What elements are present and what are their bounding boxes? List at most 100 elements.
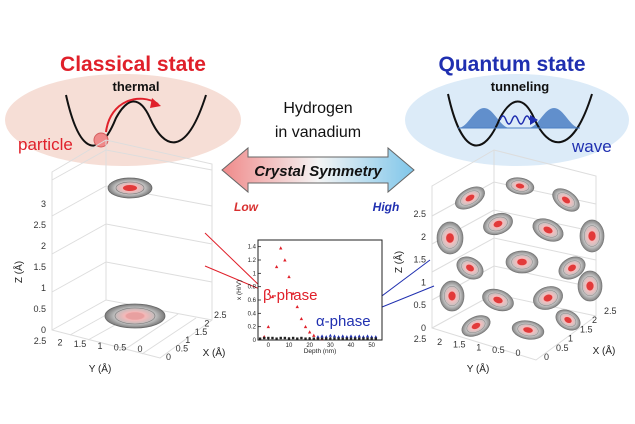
tunneling-squiggle [499,115,531,125]
chart-point-beta [279,246,283,250]
in-vanadium-text: in vanadium [275,124,361,141]
chart-point-baseline [370,337,373,340]
chart-point-beta [283,258,287,262]
chart-y-tick-label: 1.4 [248,245,257,251]
hydrogen-text: Hydrogen [283,100,352,117]
chart-point-baseline [345,337,349,340]
left-y-tick: 1 [97,341,102,351]
right-z-tick: 1 [421,277,426,287]
left-z-tick: 2.5 [33,220,46,230]
right-x-tick: 2 [592,315,597,325]
chart-point-baseline [267,336,270,340]
chart-x-tick-label: 10 [286,343,293,349]
chart-point-baseline [263,336,266,340]
left-y-tick: 1.5 [74,339,87,349]
chart-point-baseline [308,337,311,340]
chart-point-beta [303,324,308,329]
left-z-tick: 0 [41,325,46,335]
chart-point-beta [299,316,304,321]
left-z-tick: 2 [41,241,46,251]
chart-point-baseline [300,336,303,340]
chart-point-alpha [357,334,361,338]
right-x-tick: 1.5 [580,324,593,334]
crystal-symmetry-arrow [221,146,415,194]
quantum-density-blob [483,212,513,236]
right-z-tick: 2.5 [413,209,426,219]
low-label: Low [234,200,259,214]
chart-x-tick-label: 50 [368,343,375,349]
chart-point-beta [274,264,279,269]
beta-phase-label: β-phase [263,287,318,304]
high-label: High [373,200,400,214]
chart-point-baseline [275,337,278,340]
chart-point-beta [295,304,299,309]
chart-point-baseline [325,337,328,340]
quantum-density-blob [505,250,539,274]
right-z-tick: 0.5 [413,300,426,310]
right-x-tick: 0 [544,352,549,362]
alpha-phase-label: α-phase [316,313,371,330]
beta-connector-1 [204,232,263,289]
left-z-axis-label: Z (Å) [12,261,25,283]
right-z-tick: 2 [421,232,426,242]
chart-x-label: Depth (nm) [304,348,337,355]
chart-point-baseline [329,337,332,340]
classical-state-title: Classical state [60,53,206,76]
chart-point-baseline [337,337,340,340]
left-z-tick: 3 [41,199,46,209]
chart-point-baseline [279,336,282,340]
quantum-density-blob [439,280,465,312]
quantum-density-blob [577,270,603,302]
right-z-tick: 0 [421,323,426,333]
quantum-density-blob [461,315,491,337]
left-x-tick: 0 [166,352,171,362]
chart-point-alpha [370,335,374,339]
double-well-potential [65,94,207,147]
chart-point-baseline [358,337,361,340]
chart-point-alpha [324,335,328,339]
chart-point-alpha [328,333,332,337]
right-y-tick: 1.5 [453,340,466,350]
left-x-tick: 2.5 [214,310,227,320]
right-x-tick: 0.5 [556,343,569,353]
chart-point-baseline [320,337,324,340]
quantum-density-blob [482,288,514,312]
chart-x-tick-label: 0 [267,343,271,349]
quantum-density-blob [532,218,564,242]
thermal-label: thermal [113,79,160,94]
thermal-hop-arrowhead [150,98,161,108]
left-x-tick: 1 [185,335,190,345]
chart-point-alpha [345,335,349,339]
chart-point-alpha [341,334,345,338]
chart-y-tick-label: 0.4 [248,311,257,317]
right-y-tick: 1 [476,342,481,352]
beta-connector-2 [204,265,263,291]
quantum-density-blob [505,177,535,195]
quantum-bubble [405,74,629,166]
quantum-density-blob [456,256,484,280]
tunneling-wave-right [528,108,580,128]
left-z-tick: 1.5 [33,262,46,272]
left-x-tick: 0.5 [176,344,189,354]
chart-frame [257,239,383,341]
particle-label: particle [18,135,73,154]
chart-point-baseline [304,337,307,340]
chart-point-beta [291,291,295,295]
chart-point-baseline [291,336,295,340]
right-z-tick: 1.5 [413,255,426,265]
chart-point-baseline [374,337,377,340]
double-well-potential-quantum [447,93,593,147]
left-y-axis-label: Y (Å) [89,362,112,375]
left-z-tick: 0.5 [33,304,46,314]
right-y-tick: 0.5 [492,345,505,355]
right-y-tick: 0 [515,348,520,358]
right-x-axis-label: X (Å) [593,344,616,357]
chart-point-alpha [361,335,365,339]
chart-point-alpha [337,335,341,339]
chart-y-tick-label: 0 [253,338,257,344]
classical-bubble [5,74,241,166]
chart-y-tick-label: 0.2 [248,325,257,331]
